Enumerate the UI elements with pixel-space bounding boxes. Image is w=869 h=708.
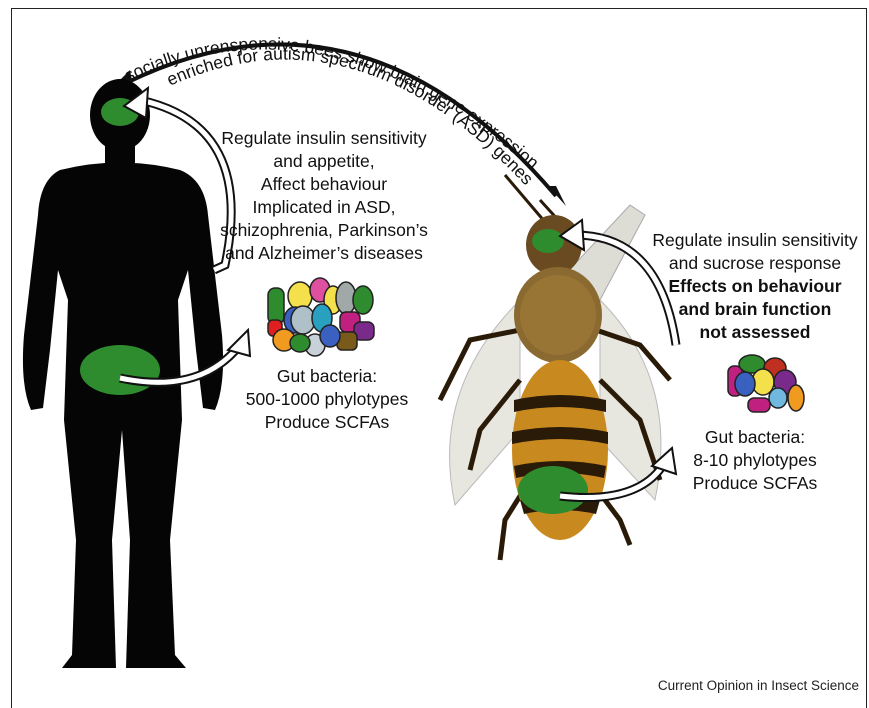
- human-gut-line: Produce SCFAs: [232, 411, 422, 434]
- human-gut-line: Gut bacteria:: [232, 365, 422, 388]
- bee-gut-line: Produce SCFAs: [670, 472, 840, 495]
- bee-effect-line: Regulate insulin sensitivity: [640, 229, 869, 252]
- human-gut-marker: [80, 345, 160, 395]
- journal-credit: Current Opinion in Insect Science: [658, 678, 859, 693]
- bee-effect-line: and sucrose response: [640, 252, 869, 275]
- human-gut-text: Gut bacteria: 500-1000 phylotypes Produc…: [232, 365, 422, 434]
- bee-gut-marker: [518, 466, 588, 514]
- bee-gut-line: Gut bacteria:: [670, 426, 840, 449]
- human-gut-line: 500-1000 phylotypes: [232, 388, 422, 411]
- human-effect-line: schizophrenia, Parkinson’s: [214, 219, 434, 242]
- human-effect-line: Regulate insulin sensitivity: [214, 127, 434, 150]
- human-effect-line: Implicated in ASD,: [214, 196, 434, 219]
- bee-gut-line: 8-10 phylotypes: [670, 449, 840, 472]
- human-effect-line: and appetite,: [214, 150, 434, 173]
- bee-effects-text: Regulate insulin sensitivity and sucrose…: [640, 229, 869, 344]
- bee-effect-bold-line: not assessed: [640, 321, 869, 344]
- human-effect-line: Affect behaviour: [214, 173, 434, 196]
- bee-effect-bold-line: Effects on behaviour: [640, 275, 869, 298]
- bee-bacteria-cluster: [728, 355, 804, 412]
- bee-effect-bold-line: and brain function: [640, 298, 869, 321]
- bee-gut-text: Gut bacteria: 8-10 phylotypes Produce SC…: [670, 426, 840, 495]
- human-effect-line: and Alzheimer’s diseases: [214, 242, 434, 265]
- bee-brain-marker: [532, 229, 564, 253]
- human-effects-text: Regulate insulin sensitivity and appetit…: [214, 127, 434, 265]
- human-bacteria-cluster: [268, 278, 374, 356]
